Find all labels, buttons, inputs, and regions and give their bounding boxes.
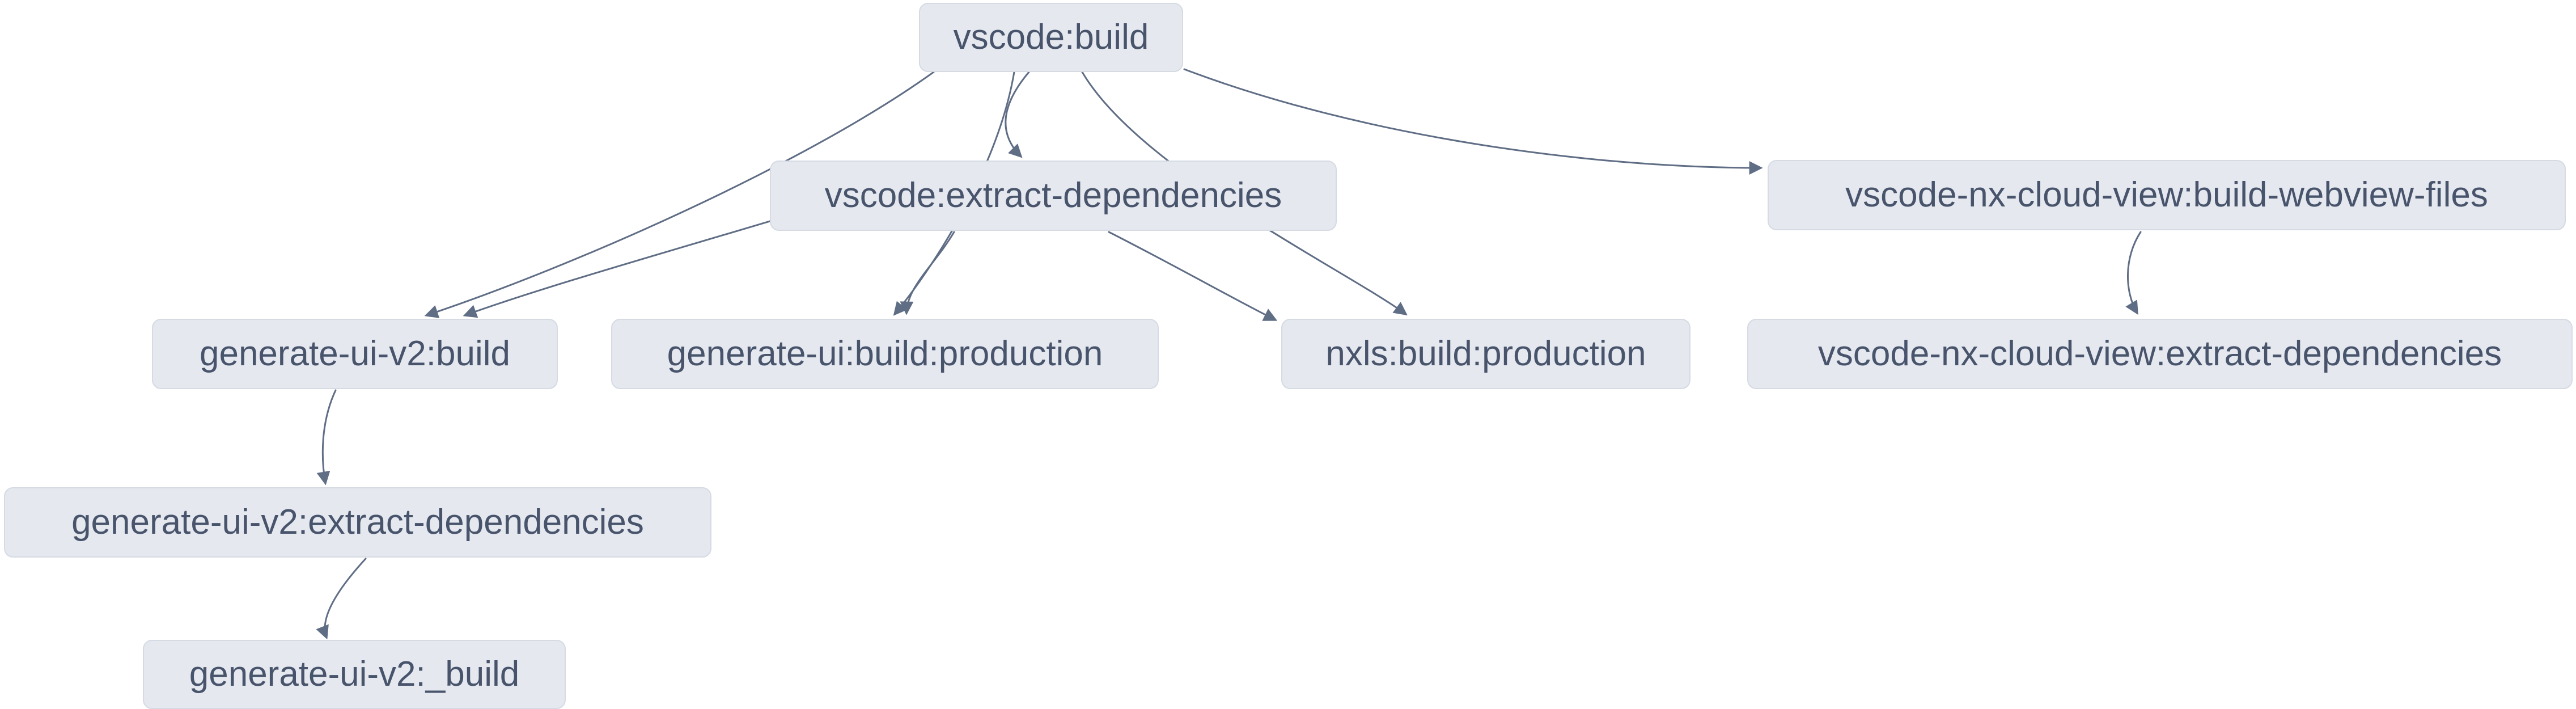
edge-vscode-build-to-generate-ui-v2-build xyxy=(424,71,935,318)
edge-generate-ui-v2-build-to-generate-ui-v2-extract-dependencies xyxy=(316,389,337,486)
edge-vscode-extract-dependencies-to-generate-ui-v2-build xyxy=(463,220,771,318)
task-node-generate-ui-v2-build[interactable]: generate-ui-v2:build xyxy=(152,319,558,389)
task-node-vscode-extract-dependencies[interactable]: vscode:extract-dependencies xyxy=(770,161,1337,231)
edge-vscode-extract-dependencies-to-nxls-build-production xyxy=(1108,231,1278,321)
edge-vscode-build-to-vscode-nx-cloud-view-build-webview-files xyxy=(1183,68,1763,175)
task-node-generate-ui-v2-_build[interactable]: generate-ui-v2:_build xyxy=(143,640,566,709)
edge-vscode-nx-cloud-view-build-webview-files-to-vscode-nx-cloud-view-extract-dependencies xyxy=(2125,231,2142,315)
task-node-vscode-nx-cloud-view-extract-dependencies[interactable]: vscode-nx-cloud-view:extract-dependencie… xyxy=(1747,319,2573,389)
task-node-vscode-nx-cloud-view-build-webview-files[interactable]: vscode-nx-cloud-view:build-webview-files xyxy=(1768,160,2566,230)
task-node-vscode-build[interactable]: vscode:build xyxy=(919,3,1183,72)
task-node-generate-ui-v2-extract-dependencies[interactable]: generate-ui-v2:extract-dependencies xyxy=(4,487,711,558)
edge-generate-ui-v2-extract-dependencies-to-generate-ui-v2-_build xyxy=(316,558,367,640)
task-node-nxls-build-production[interactable]: nxls:build:production xyxy=(1281,319,1690,389)
edge-vscode-extract-dependencies-to-generate-ui-build-production xyxy=(900,231,955,315)
edge-vscode-build-to-vscode-extract-dependencies xyxy=(1005,71,1030,158)
task-node-generate-ui-build-production[interactable]: generate-ui:build:production xyxy=(611,319,1159,389)
